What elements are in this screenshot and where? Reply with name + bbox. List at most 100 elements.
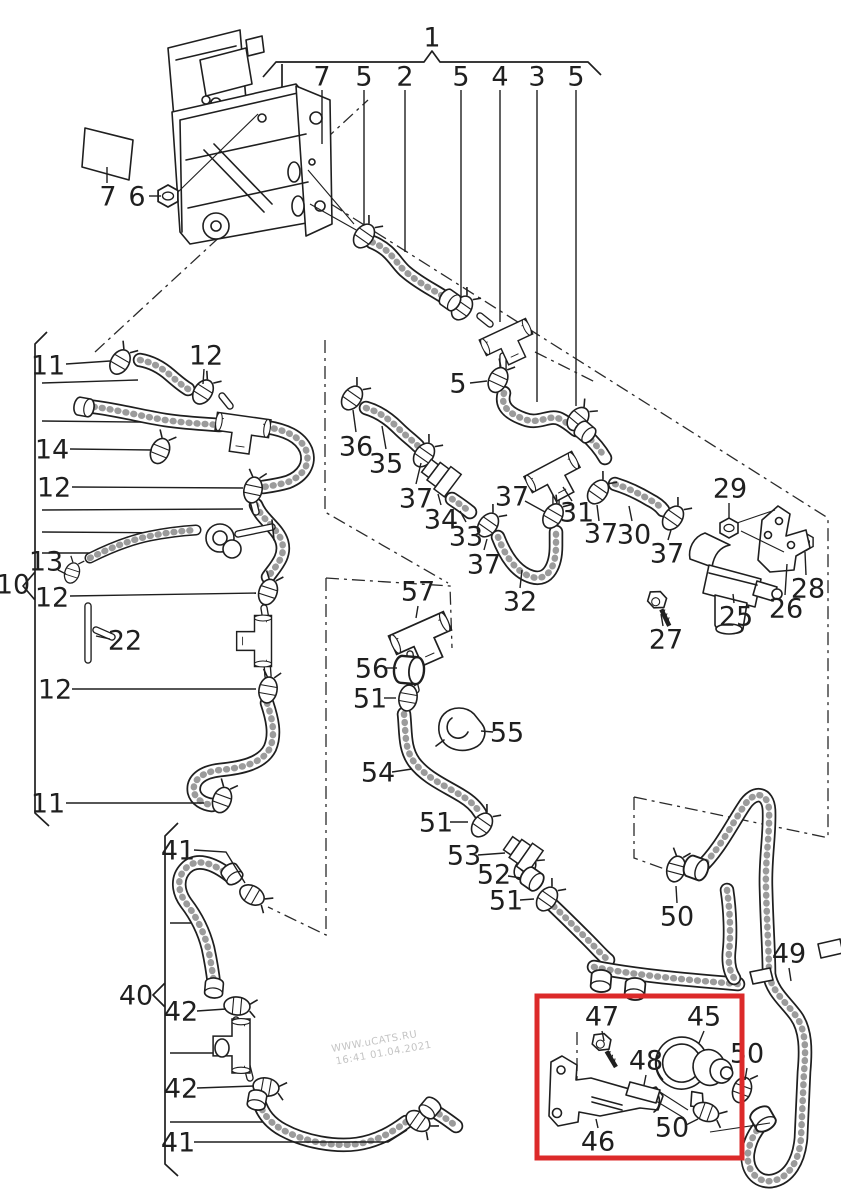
callout-12: 12 (35, 583, 69, 614)
callout-25: 25 (719, 602, 753, 633)
pipe-22 (85, 603, 115, 663)
callout-1: 1 (423, 23, 440, 54)
leader-line-33 (459, 510, 467, 523)
leader-line-37 (667, 529, 672, 541)
hose-to-tee (82, 402, 224, 429)
clip-tab (749, 967, 774, 985)
callout-33: 33 (449, 522, 483, 553)
leader-line-42 (196, 1008, 227, 1012)
hose-33 (448, 495, 474, 516)
callout-22: 22 (108, 626, 142, 657)
spring-clamp-42 (222, 995, 259, 1019)
nut-6 (157, 184, 179, 208)
callout-5: 5 (452, 62, 469, 93)
callout-4: 4 (491, 62, 508, 93)
callout-37: 37 (495, 482, 529, 513)
callout-37: 37 (584, 519, 618, 550)
leader-line-36 (352, 409, 357, 433)
leader-line-41 (194, 1129, 408, 1143)
spring-clamp-14 (145, 428, 178, 468)
clip-tab (817, 938, 841, 959)
callout-48: 48 (629, 1046, 663, 1077)
hose-11-lower (188, 697, 279, 811)
callout-47: 47 (585, 1002, 619, 1033)
leader-line-50 (685, 1118, 699, 1126)
callout-10: 10 (0, 570, 30, 601)
heater-port-upper (287, 161, 301, 183)
leader-line-12 (69, 592, 257, 597)
callout-7: 7 (99, 182, 116, 213)
callout-13: 13 (29, 547, 63, 578)
leader-line-11 (65, 360, 111, 365)
callout-12: 12 (37, 473, 71, 504)
leader-line-42 (196, 1085, 255, 1089)
hose-pump-run (590, 963, 742, 988)
leader-line-46 (595, 1118, 599, 1129)
leader-line-26 (784, 563, 788, 596)
tee-connector (211, 411, 273, 458)
bracket-group-40 (152, 822, 179, 1177)
callout-5: 5 (449, 369, 466, 400)
callout-2: 2 (396, 62, 413, 93)
callout-46: 46 (581, 1127, 615, 1158)
callout-50: 50 (730, 1039, 764, 1070)
callout-5: 5 (567, 62, 584, 93)
hose-11-lower (190, 699, 277, 809)
callout-26: 26 (769, 594, 803, 625)
leader-line-53 (477, 852, 506, 856)
callout-45: 45 (687, 1002, 721, 1033)
leader-line-48 (643, 1074, 647, 1086)
leader-line-52 (507, 875, 522, 879)
leader-line-50 (675, 885, 678, 904)
callout-57: 57 (401, 577, 435, 608)
callout-31: 31 (560, 498, 594, 529)
leader-line-41 (193, 849, 246, 884)
callout-14: 14 (35, 435, 69, 466)
callout-55: 55 (490, 718, 524, 749)
callout-49: 49 (772, 939, 806, 970)
leader-line-54 (391, 768, 413, 773)
hose-49 (696, 792, 809, 1185)
leader-line-31 (562, 486, 573, 502)
damper-13 (205, 523, 242, 559)
leader-line-12 (71, 486, 244, 489)
leader-line-27 (660, 613, 664, 627)
hose-3 (499, 389, 580, 434)
leader-line-37 (483, 538, 488, 551)
clip-48 (625, 1081, 689, 1119)
heater-port-lower (291, 195, 305, 217)
hose-2 (368, 238, 451, 303)
callout-34: 34 (424, 505, 458, 536)
leader-line-22 (95, 635, 111, 640)
leader-line-5 (469, 380, 488, 384)
callout-11: 11 (31, 789, 65, 820)
callout-51: 51 (353, 684, 387, 715)
spring-clamp-41 (234, 879, 275, 915)
hose-40-upper (176, 859, 234, 988)
spring-clamp-13 (61, 554, 86, 587)
leader-line-35 (381, 425, 387, 450)
callout-51: 51 (419, 808, 453, 839)
callout-54: 54 (361, 758, 395, 789)
hose-35 (362, 404, 422, 450)
pump-45 (654, 1036, 734, 1109)
watermark: WWW.uCATS.RU 16:41 01.04.2021 (331, 1029, 433, 1067)
callout-11: 11 (31, 351, 65, 382)
callout-35: 35 (369, 449, 403, 480)
leader-line-45 (698, 1030, 705, 1044)
callout-5: 5 (355, 62, 372, 93)
heater-unit (167, 29, 359, 245)
callout-42: 42 (164, 1074, 198, 1105)
callout-27: 27 (649, 625, 683, 656)
callout-12: 12 (38, 675, 72, 706)
leader-line-37 (524, 500, 546, 513)
callout-29: 29 (713, 474, 747, 505)
callout-3: 3 (528, 62, 545, 93)
callout-37: 37 (467, 550, 501, 581)
clamps-and-fittings (61, 184, 841, 1142)
leader-line-37 (415, 462, 422, 485)
callout-53: 53 (447, 841, 481, 872)
leader-line-32 (519, 569, 523, 589)
